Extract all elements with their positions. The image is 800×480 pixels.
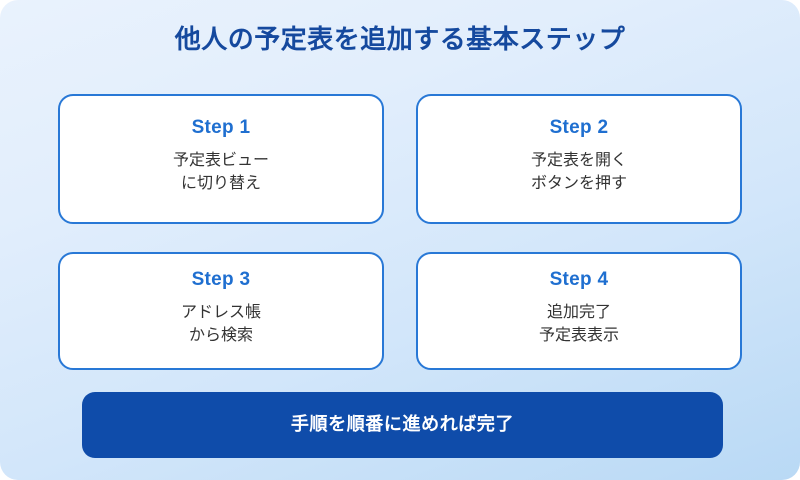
step-card-2-label: Step 2 — [549, 117, 609, 139]
step-card-1-label: Step 1 — [191, 117, 251, 139]
page-title: 他人の予定表を追加する基本ステップ — [174, 24, 626, 54]
step-card-3: Step 3 アドレス帳 から検索 — [58, 252, 384, 370]
step-card-4-body: 追加完了 予定表表示 — [538, 304, 619, 345]
step-card-3-label: Step 3 — [191, 269, 251, 291]
steps-grid: Step 1 予定表ビュー に切り替え Step 2 予定表を開く ボタンを押す… — [58, 94, 742, 370]
summary-banner-label: 手順を順番に進めれば完了 — [290, 414, 515, 435]
step-card-3-body: アドレス帳 から検索 — [180, 304, 261, 345]
step-card-2-body: 予定表を開く ボタンを押す — [530, 152, 627, 193]
step-card-4-label: Step 4 — [549, 269, 609, 291]
step-card-1-body: 予定表ビュー に切り替え — [172, 152, 269, 193]
step-card-4: Step 4 追加完了 予定表表示 — [416, 252, 742, 370]
step-card-1: Step 1 予定表ビュー に切り替え — [58, 94, 384, 224]
step-card-2: Step 2 予定表を開く ボタンを押す — [416, 94, 742, 224]
summary-banner: 手順を順番に進めれば完了 — [82, 392, 723, 458]
